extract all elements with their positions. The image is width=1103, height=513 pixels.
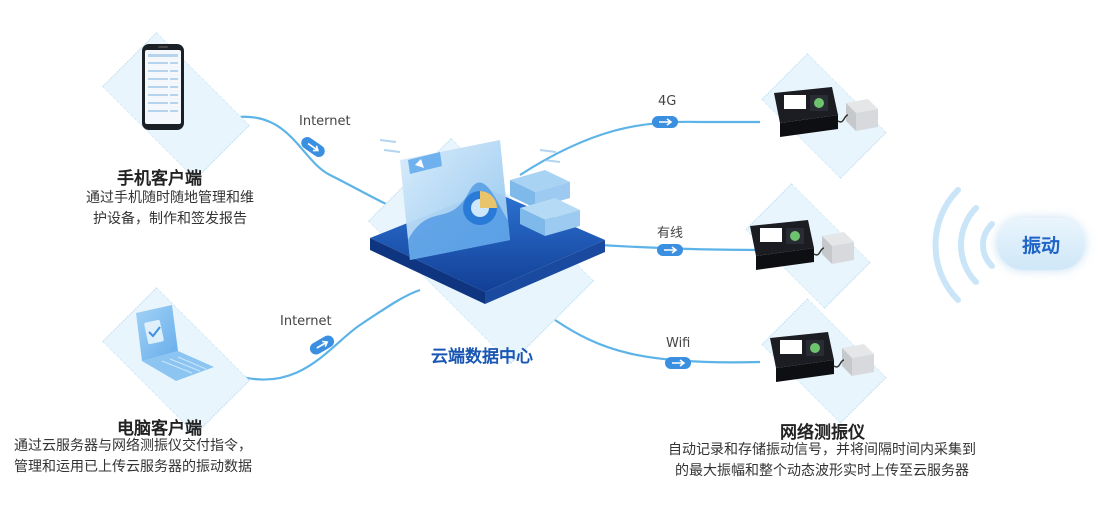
vibration-meter-device-wifi	[770, 332, 874, 382]
label-wired: 有线	[657, 226, 684, 241]
device-desc-line1: 自动记录和存储振动信号，并将间隔时间内采集到	[668, 442, 976, 458]
cloud-datacenter-title: 云端数据中心	[431, 347, 533, 367]
phone-icon	[142, 44, 184, 130]
label-4g: 4G	[658, 94, 677, 109]
laptop-icon	[136, 305, 214, 381]
line-mobile-center	[229, 115, 411, 217]
pc-client-desc-line2: 管理和运用已上传云服务器的振动数据	[14, 459, 252, 475]
mobile-client-desc-line2: 护设备，制作和签发报告	[93, 211, 247, 227]
line-center-4g	[519, 120, 760, 176]
vibration-meter-device-4g	[774, 87, 878, 137]
line-pc-center	[234, 288, 421, 381]
device-title: 网络测振仪	[780, 423, 865, 443]
label-pc-internet: Internet	[280, 314, 332, 329]
cloud-datacenter-icon	[370, 139, 605, 304]
mobile-client-desc-line1: 通过手机随时随地管理和维	[86, 190, 254, 206]
mobile-client-title: 手机客户端	[117, 169, 202, 189]
vibration-badge: 振动	[997, 218, 1085, 270]
pc-client-title: 电脑客户端	[117, 419, 202, 439]
vibration-wave-icon	[932, 187, 995, 303]
connector-wired	[657, 244, 683, 256]
connector-pc	[309, 335, 335, 355]
connector-mobile	[301, 136, 325, 158]
device-desc-line2: 的最大振幅和整个动态波形实时上传至云服务器	[675, 463, 969, 479]
pc-client-desc-line1: 通过云服务器与网络测振仪交付指令，	[14, 438, 252, 454]
connector-wifi	[665, 357, 691, 369]
line-center-wifi	[554, 319, 761, 364]
vibration-meter-device-wired	[750, 220, 854, 270]
connector-4g	[652, 116, 678, 128]
label-wifi: Wifi	[666, 336, 691, 351]
label-mobile-internet: Internet	[299, 114, 351, 129]
